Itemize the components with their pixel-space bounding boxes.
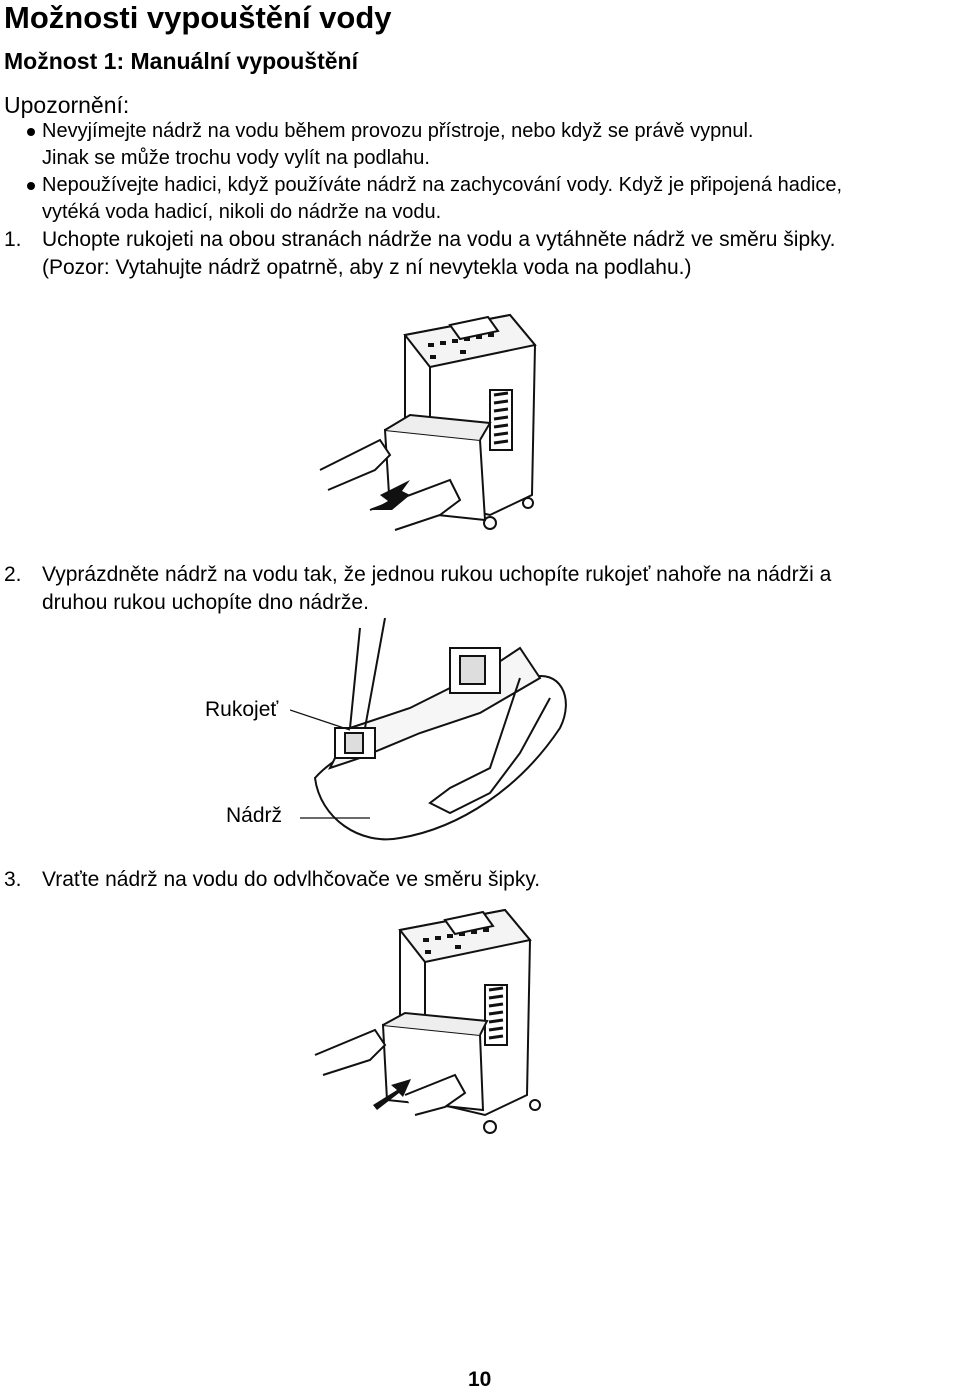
warning-heading: Upozornění: (4, 92, 130, 118)
step-3-number: 3. (4, 868, 22, 891)
bullet-1-line-2: Jinak se může trochu vody vylít na podla… (42, 147, 430, 169)
page-number: 10 (468, 1368, 492, 1391)
page-title: Možnosti vypouštění vody (4, 0, 392, 35)
step-2-line-1: Vyprázdněte nádrž na vodu tak, že jednou… (42, 563, 832, 586)
step-1-number: 1. (4, 228, 22, 251)
label-handle: Rukojeť (205, 698, 279, 721)
bullet-icon (27, 182, 35, 190)
bullet-icon (27, 128, 35, 136)
step-2-number: 2. (4, 563, 22, 586)
step-3-line-1: Vraťte nádrž na vodu do odvlhčovače ve s… (42, 868, 541, 891)
figure-pull-tank-out (319, 313, 537, 531)
figure-empty-tank (290, 618, 567, 841)
label-tank: Nádrž (226, 804, 283, 827)
bullet-2-line-2: vytéká voda hadicí, nikoli do nádrže na … (42, 201, 442, 223)
section-subtitle: Možnost 1: Manuální vypouštění (4, 48, 358, 74)
step-1-line-1: Uchopte rukojeti na obou stranách nádrže… (42, 228, 836, 251)
step-1-line-2: (Pozor: Vytahujte nádrž opatrně, aby z n… (42, 256, 692, 279)
bullet-1-line-1: Nevyjímejte nádrž na vodu během provozu … (42, 120, 754, 142)
figure-insert-tank (314, 908, 541, 1134)
bullet-2-line-1: Nepoužívejte hadici, když používáte nádr… (42, 174, 843, 196)
step-2-line-2: druhou rukou uchopíte dno nádrže. (42, 591, 369, 614)
